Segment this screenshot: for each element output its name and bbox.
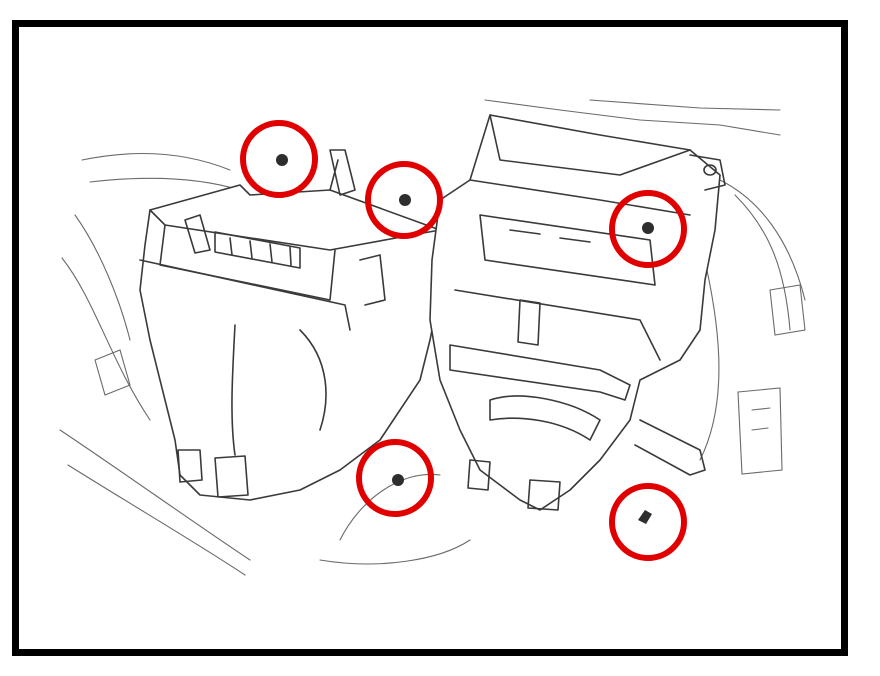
left-heater-housing — [139, 149, 446, 501]
fasteners — [276, 154, 654, 524]
highlight-circle-bolt-icon — [609, 190, 687, 268]
highlight-circle-bolt-icon — [240, 120, 318, 198]
highlight-circle-screw-icon — [609, 483, 687, 561]
highlight-circle-bolt-icon — [365, 161, 443, 239]
highlight-circle-bolt-icon — [356, 439, 434, 517]
background-contours — [59, 99, 806, 576]
highlight-callouts — [240, 120, 687, 561]
right-blower-housing — [429, 114, 726, 511]
